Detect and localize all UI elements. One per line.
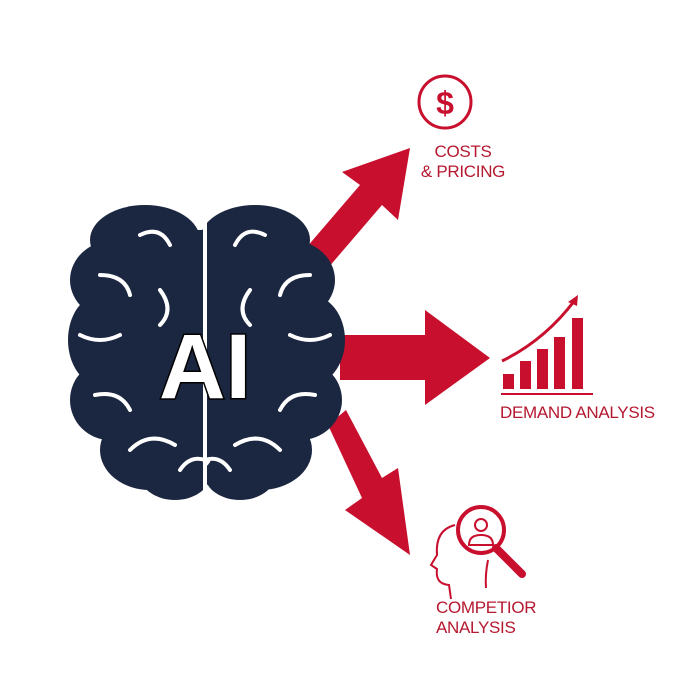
costs-label-line1: COSTS	[434, 142, 492, 161]
bar-chart-growth-icon	[501, 295, 593, 395]
competitor-analysis-label: COMPETIOR ANALYSIS	[436, 598, 537, 638]
arrows	[300, 148, 490, 555]
head-magnifier-icon	[429, 505, 526, 600]
brain-folds	[78, 208, 332, 497]
competitor-label-line1: COMPETIOR	[436, 598, 537, 617]
dollar-circle-icon: $	[417, 74, 473, 130]
demand-label-text: DEMAND ANALYSIS	[500, 403, 655, 422]
arrow-to-demand	[340, 310, 490, 405]
ai-label: AI	[159, 316, 251, 418]
arrow-to-costs	[300, 148, 410, 275]
costs-label-line2: & PRICING	[420, 162, 506, 181]
costs-pricing-label: COSTS & PRICING	[418, 142, 508, 182]
demand-analysis-label: DEMAND ANALYSIS	[500, 403, 655, 423]
arrow-to-competitor	[328, 410, 410, 555]
competitor-label-line2: ANALYSIS	[436, 618, 516, 637]
svg-text:$: $	[436, 85, 454, 121]
